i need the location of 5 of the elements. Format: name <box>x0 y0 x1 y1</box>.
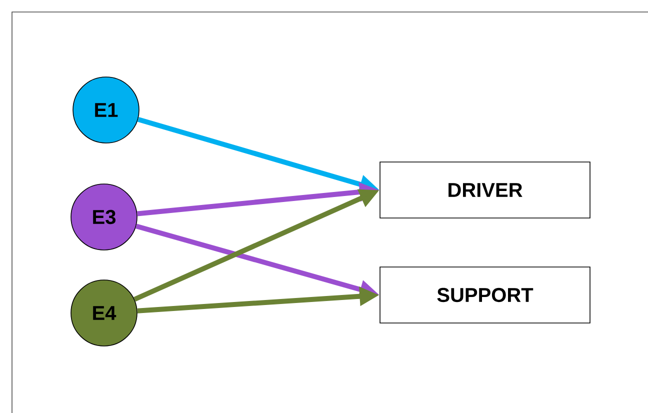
label-box: DRIVER <box>380 162 590 218</box>
circle-node: E1 <box>72 76 140 144</box>
circle-node: E4 <box>70 280 138 346</box>
circle-node: E3 <box>70 184 138 250</box>
label-box: SUPPORT <box>380 266 590 324</box>
